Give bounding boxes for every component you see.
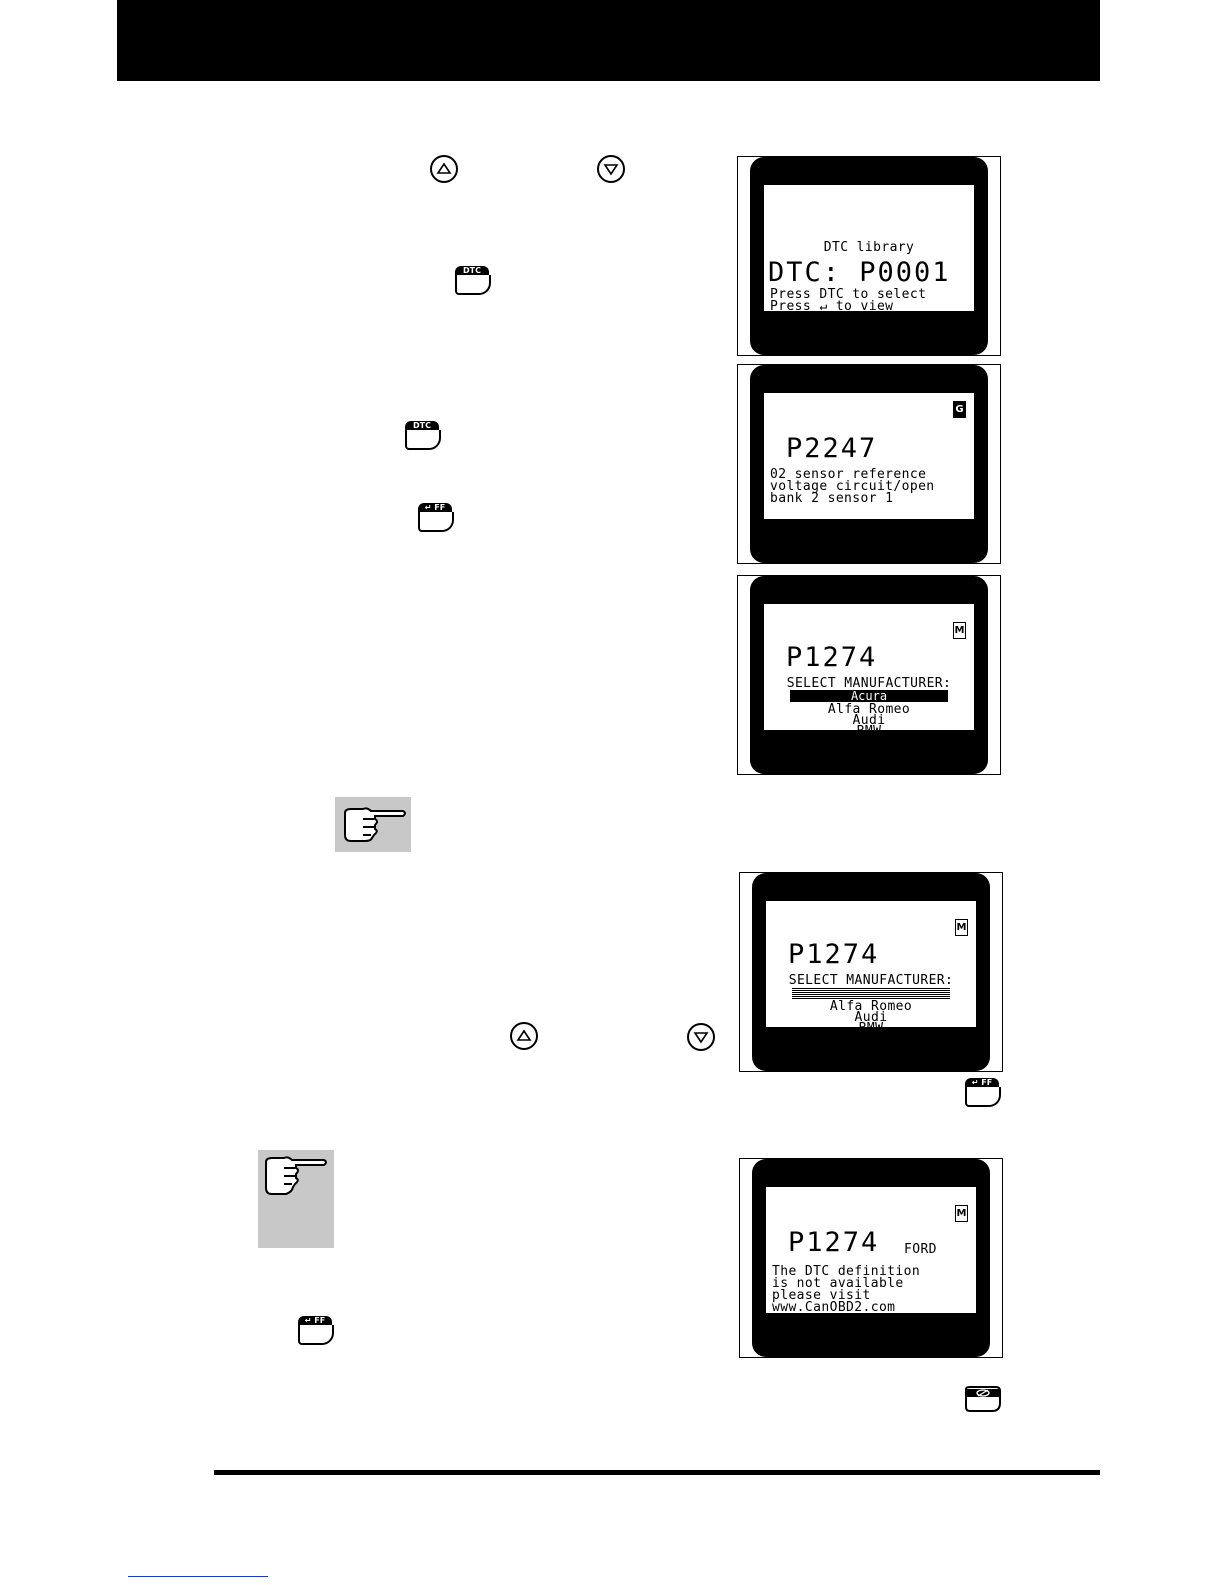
manufacturer-badge: M bbox=[955, 919, 968, 936]
scroll-down-icon: ⇣ bbox=[960, 1023, 968, 1037]
note-icon-box bbox=[258, 1150, 334, 1248]
footer-rule bbox=[214, 1470, 1100, 1475]
generic-badge: G bbox=[953, 401, 966, 418]
page-header-bar bbox=[117, 0, 1100, 81]
dtc-button-icon: DTC bbox=[455, 266, 491, 296]
instruction-line: Press ↵ to view bbox=[770, 299, 894, 314]
down-arrow-icon bbox=[597, 155, 625, 183]
footer-link-underline bbox=[128, 1576, 268, 1577]
manufacturer-item: Alfa Romeo bbox=[827, 702, 911, 717]
scanner-screen-select-manufacturer-2: M P1274 SELECT MANUFACTURER: Alfa Romeo … bbox=[739, 872, 1003, 1072]
screen-title: DTC library bbox=[823, 240, 915, 255]
instruction-line: Press ⟲⟹ to exit bbox=[770, 311, 916, 326]
dtc-code: P1274 bbox=[788, 939, 880, 970]
definition-line: bank 2 sensor 1 bbox=[770, 491, 894, 506]
selected-manufacturer: Acura bbox=[790, 690, 948, 702]
manufacturer-item: BMW bbox=[856, 724, 882, 739]
down-arrow-icon bbox=[687, 1023, 715, 1051]
scroll-down-icon: ⇣ bbox=[958, 726, 966, 740]
enter-button-icon: ↵ FF bbox=[418, 503, 454, 533]
up-arrow-icon bbox=[430, 155, 458, 183]
dtc-code: P1274 bbox=[786, 642, 878, 673]
manufacturer-item: Audi bbox=[852, 713, 886, 728]
select-prompt: SELECT MANUFACTURER: bbox=[788, 973, 954, 988]
scanner-screen-definition-unavailable: M P1274 FORD The DTC definition is not a… bbox=[739, 1158, 1003, 1358]
scanner-screen-dtc-library: DTC library DTC: P0001 Press DTC to sele… bbox=[737, 156, 1001, 356]
select-prompt: SELECT MANUFACTURER: bbox=[786, 676, 952, 691]
message-line: please visit bbox=[772, 1288, 871, 1303]
manufacturer-item: Audi bbox=[854, 1010, 888, 1025]
dtc-button-icon: DTC bbox=[405, 421, 441, 451]
scanner-screen-select-manufacturer: M P1274 SELECT MANUFACTURER: Acura Alfa … bbox=[737, 575, 1001, 775]
definition-line: voltage circuit/open bbox=[770, 479, 935, 494]
manufacturer-name: FORD bbox=[904, 1242, 937, 1257]
pointing-hand-icon bbox=[344, 807, 406, 842]
erase-icon bbox=[964, 1385, 1002, 1413]
note-icon-box bbox=[335, 797, 411, 852]
dtc-code: P1274 bbox=[788, 1227, 880, 1258]
message-line: The DTC definition bbox=[772, 1264, 921, 1279]
enter-button-icon: ↵ FF bbox=[298, 1316, 334, 1346]
manufacturer-badge: M bbox=[953, 622, 966, 639]
manufacturer-item: BMW bbox=[858, 1021, 884, 1036]
manufacturer-badge: M bbox=[955, 1205, 968, 1222]
manufacturer-item: Alfa Romeo bbox=[829, 999, 913, 1014]
dtc-code: DTC: P0001 bbox=[768, 257, 951, 288]
message-line: www.CanOBD2.com bbox=[772, 1300, 896, 1315]
instruction-line: Press DTC to select bbox=[770, 287, 927, 302]
dtc-code: P2247 bbox=[786, 433, 878, 464]
message-line: is not available bbox=[772, 1276, 904, 1291]
up-arrow-icon bbox=[510, 1022, 538, 1050]
selected-manufacturer-highlight bbox=[792, 987, 950, 999]
pointing-hand-icon bbox=[265, 1156, 327, 1195]
enter-button-icon: ↵ FF bbox=[965, 1078, 1001, 1108]
scanner-screen-dtc-definition: G P2247 02 sensor reference voltage circ… bbox=[737, 364, 1001, 564]
definition-line: 02 sensor reference bbox=[770, 467, 927, 482]
